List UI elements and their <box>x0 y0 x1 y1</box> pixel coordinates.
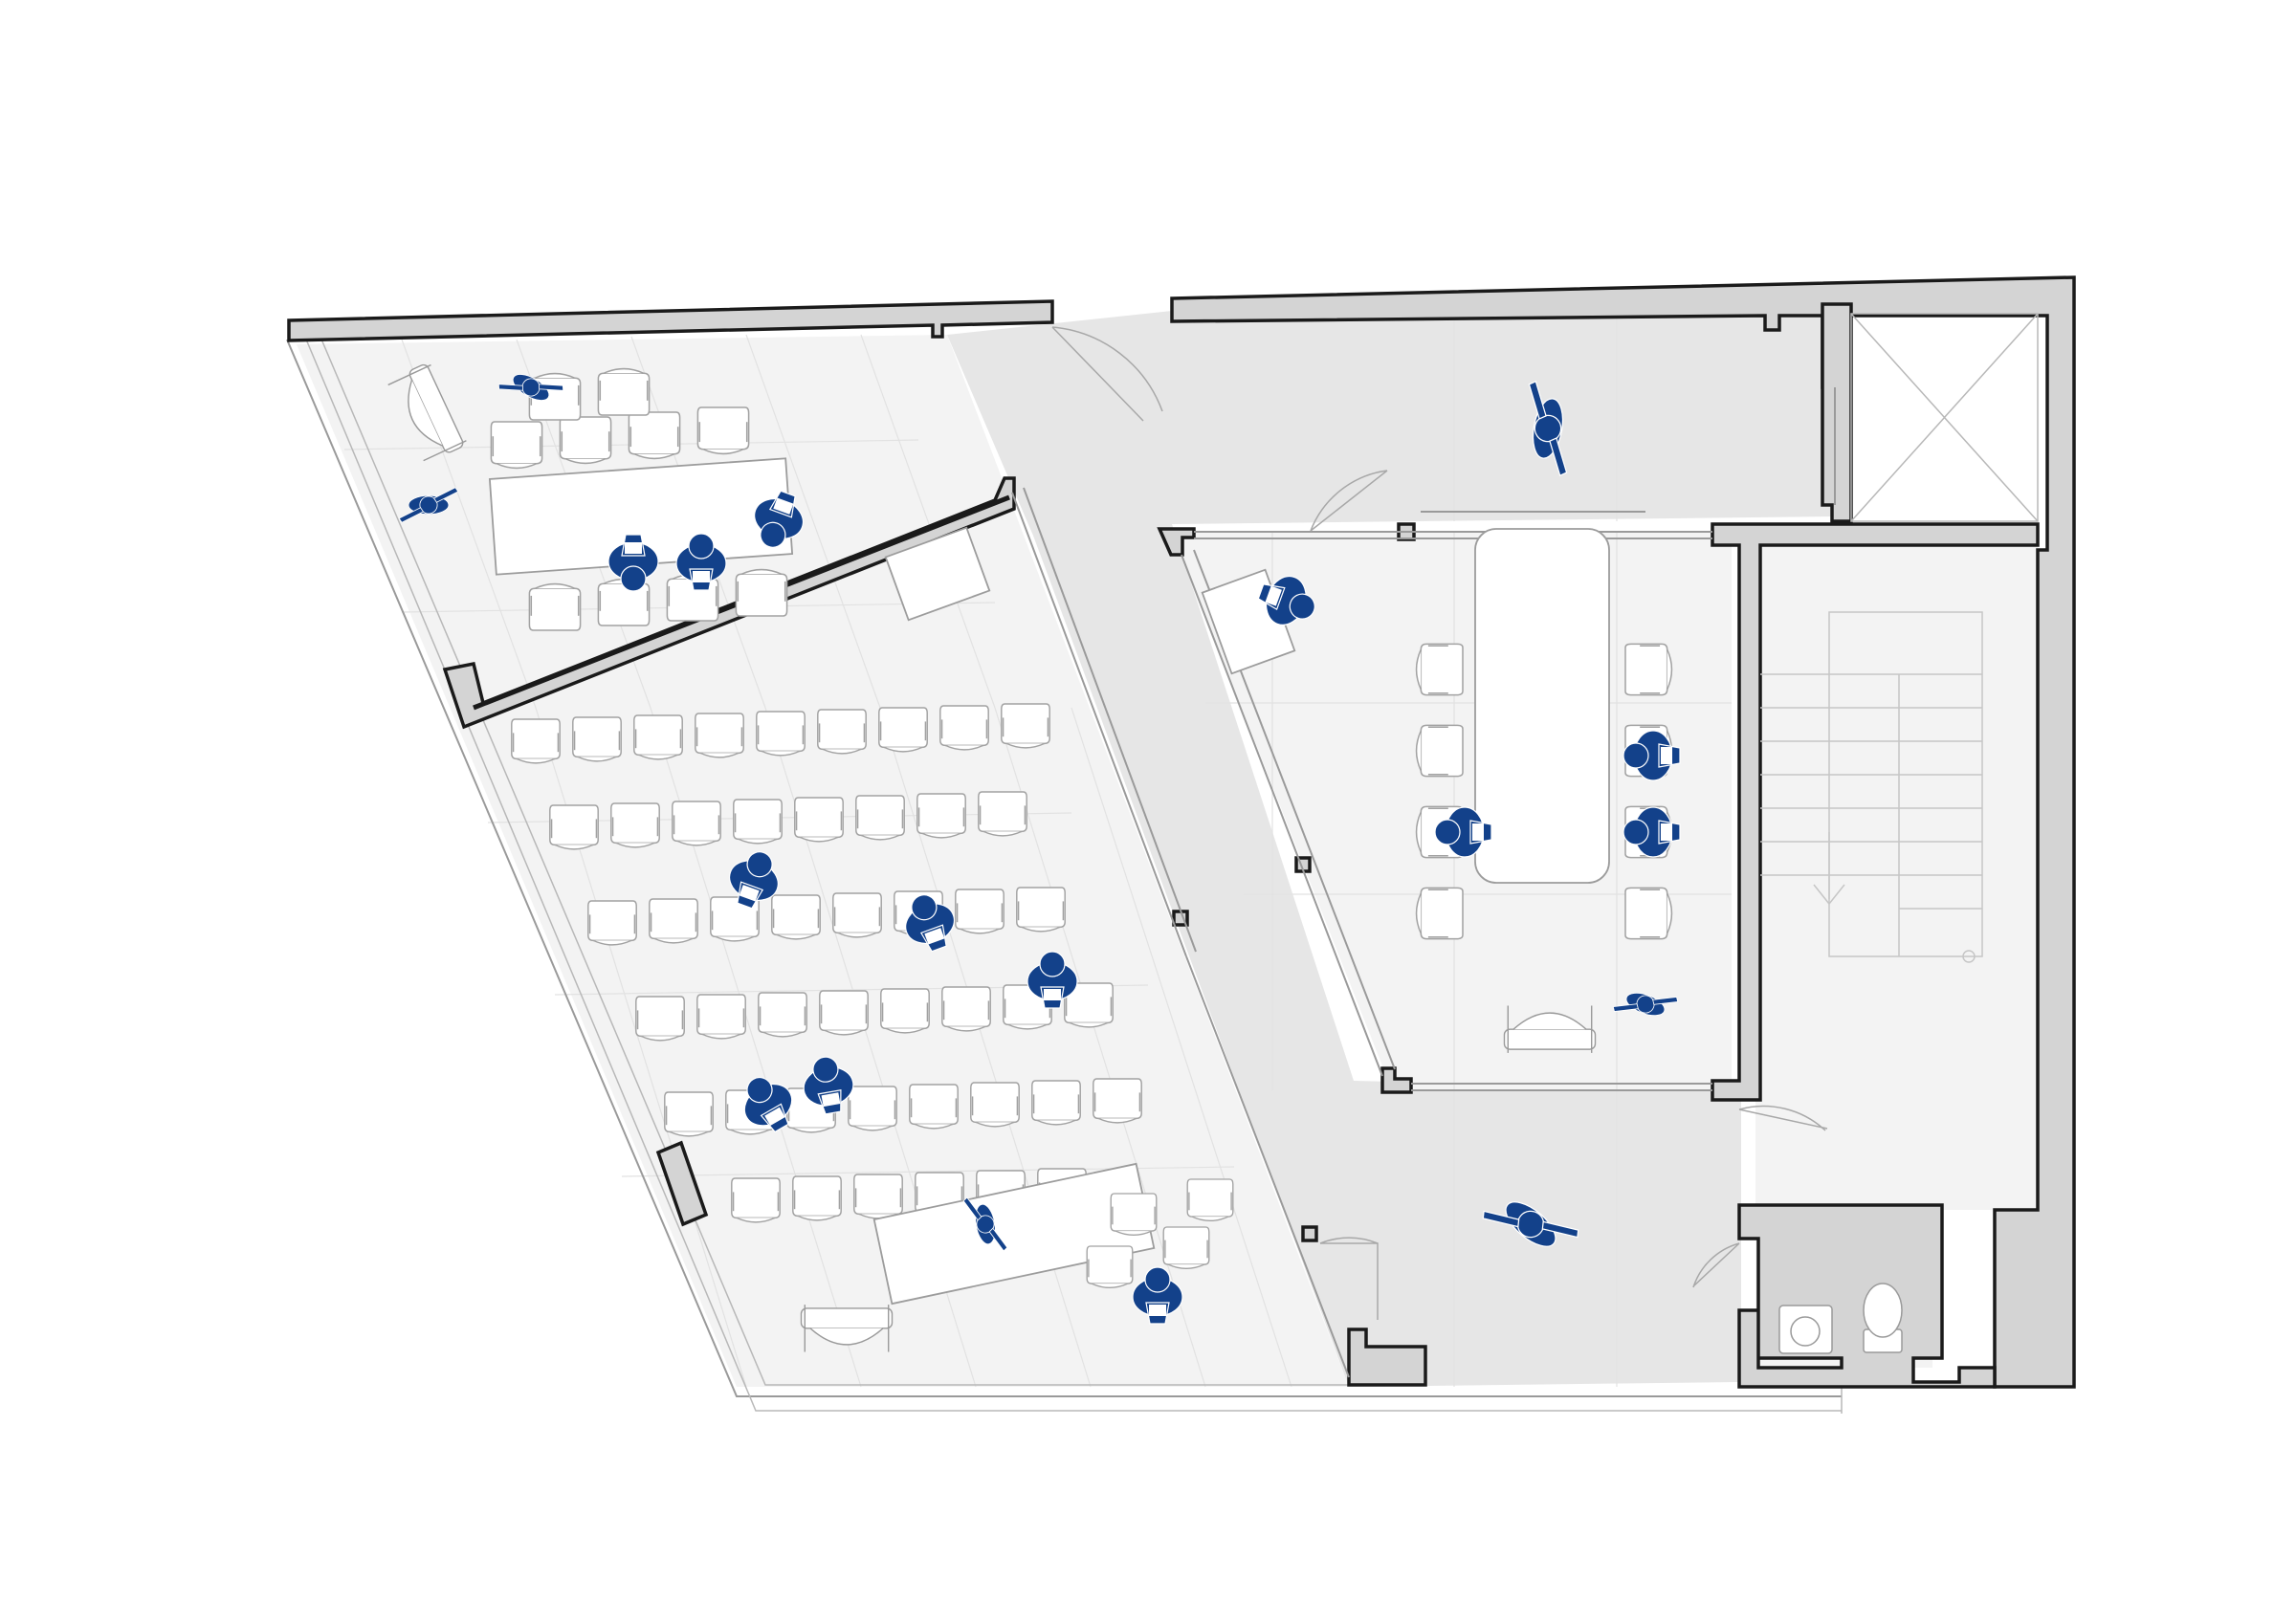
chair-icon <box>1415 643 1464 696</box>
chair-icon <box>610 802 660 848</box>
chair-icon <box>1001 703 1050 749</box>
chair-icon <box>731 1177 781 1223</box>
chair-icon <box>758 992 807 1038</box>
chair-icon <box>909 1084 959 1130</box>
chair-icon <box>1110 1193 1158 1237</box>
chair-icon <box>970 1082 1020 1128</box>
corridor-floor <box>947 311 1837 1387</box>
chair-icon <box>819 990 869 1036</box>
stair-icon <box>1760 611 1983 963</box>
chair-icon <box>817 709 867 755</box>
void-shaft <box>1850 313 2039 522</box>
chair-icon <box>1186 1178 1234 1222</box>
chair-icon <box>735 568 788 617</box>
chair-icon <box>572 716 622 762</box>
chair-icon <box>1624 643 1673 696</box>
stairwell-floor <box>1755 545 2038 1349</box>
table-icon <box>884 526 991 622</box>
meeting-room-corner-nw <box>1157 527 1196 557</box>
chair-icon <box>832 892 882 938</box>
chair-icon <box>511 718 561 764</box>
chair-icon <box>1031 1080 1081 1126</box>
void-wall <box>1821 302 1853 523</box>
chair-icon <box>939 705 989 751</box>
north-wall-west <box>287 299 1054 342</box>
post <box>1301 1225 1318 1242</box>
chair-icon <box>941 986 991 1032</box>
toilet-icon <box>1863 1283 1903 1353</box>
chair-icon <box>490 421 543 470</box>
chair-icon <box>696 406 750 455</box>
stair-west-wall <box>1711 522 2040 1102</box>
furniture-layer <box>386 361 1673 1353</box>
pillar-west <box>655 1140 709 1227</box>
chair-icon <box>1086 1245 1134 1289</box>
chair-icon <box>628 411 681 460</box>
chair-icon <box>794 797 844 843</box>
chair-icon <box>733 799 783 845</box>
chair-icon <box>792 1175 842 1221</box>
chair-icon <box>559 416 612 465</box>
chair-icon <box>597 367 651 416</box>
chair-icon <box>916 793 966 839</box>
chair-icon <box>771 894 821 940</box>
sink-icon <box>1778 1305 1833 1354</box>
chair-icon <box>880 988 930 1034</box>
table-icon <box>1474 528 1610 884</box>
chair-icon <box>635 996 685 1042</box>
chair-icon <box>672 801 721 846</box>
chair-icon <box>649 898 698 944</box>
chair-icon <box>587 900 637 946</box>
chair-icon <box>853 1174 903 1219</box>
chair-icon <box>695 713 744 758</box>
chair-icon <box>1093 1078 1142 1124</box>
chair-icon <box>756 711 806 757</box>
pillar-south <box>1347 1328 1427 1387</box>
chair-icon <box>1415 887 1464 940</box>
chair-icon <box>1624 887 1673 940</box>
chair-icon <box>955 889 1004 934</box>
chair-icon <box>1415 724 1464 778</box>
chair-icon <box>1162 1226 1210 1270</box>
void-floor <box>1842 314 2038 521</box>
chair-icon <box>528 582 582 631</box>
chair-icon <box>848 1086 897 1131</box>
chair-icon <box>696 994 746 1040</box>
chair-icon <box>978 791 1027 837</box>
chair-icon <box>664 1091 714 1137</box>
chair-icon <box>878 707 928 753</box>
chair-icon <box>549 804 599 850</box>
chair-icon <box>633 714 683 760</box>
chair-icon <box>855 795 905 841</box>
wc-fixtures <box>1778 1283 1903 1354</box>
chair-icon <box>1016 887 1066 933</box>
door-swings <box>1051 326 1828 1320</box>
